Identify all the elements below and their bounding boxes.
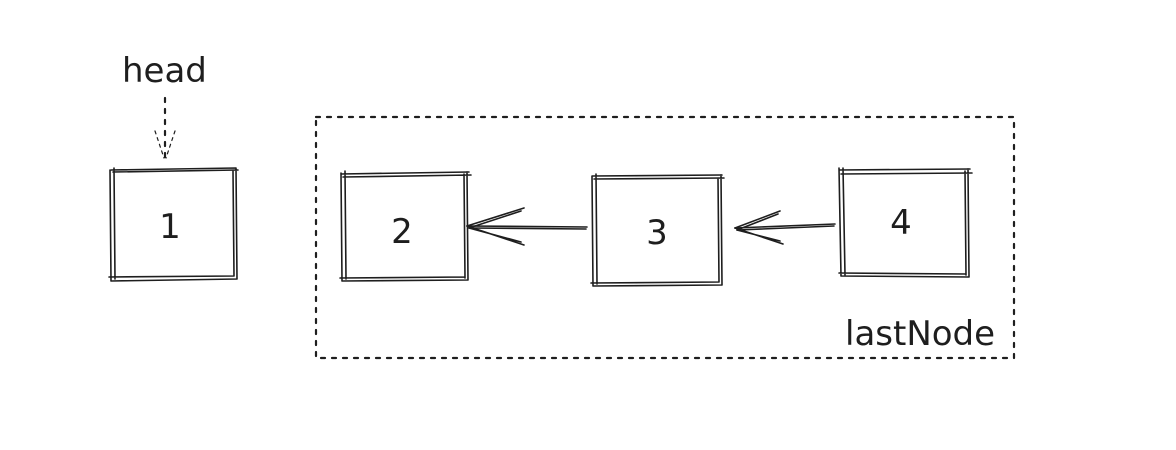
node-4-value: 4 — [890, 203, 912, 243]
node-1-box — [108, 167, 239, 282]
node-1-value: 1 — [159, 207, 181, 247]
node-4: 4 — [838, 167, 973, 278]
node-4-box — [838, 167, 973, 278]
node-3: 3 — [590, 173, 725, 287]
lastnode-label: lastNode — [845, 314, 995, 354]
node-3-box — [590, 173, 725, 287]
node-2-value: 2 — [391, 212, 413, 252]
lastnode-group-box — [314, 115, 1016, 360]
arrow-node-4-to-node-3 — [734, 210, 836, 245]
head-label: head — [122, 51, 207, 91]
node-1: 1 — [108, 167, 239, 282]
node-3-value: 3 — [646, 213, 668, 253]
arrow-node-3-to-node-2 — [466, 207, 588, 246]
node-2: 2 — [339, 170, 472, 282]
head-pointer-arrow — [154, 96, 176, 160]
